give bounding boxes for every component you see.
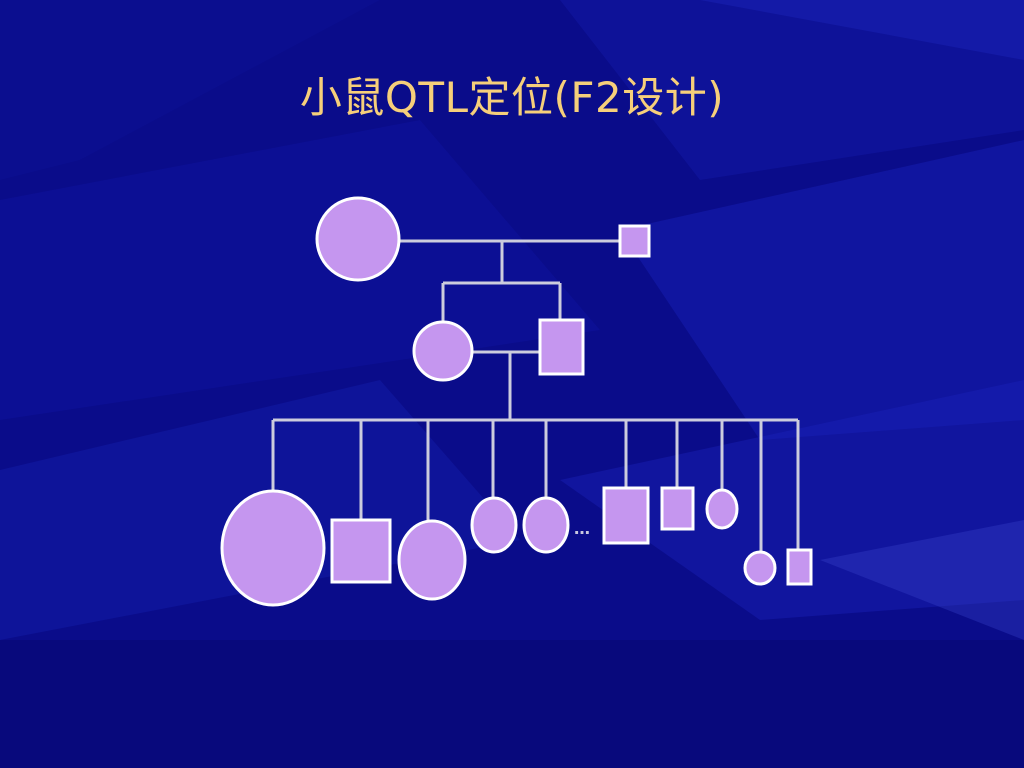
- p-female-circle: [315, 196, 401, 282]
- more-offspring-ellipsis: …: [574, 519, 590, 538]
- f2-circle-5: [522, 496, 570, 554]
- p-male-square: [618, 224, 651, 258]
- f2-circle-9: [743, 550, 777, 586]
- f1-female-circle: [412, 320, 474, 382]
- f1-male-square: [538, 318, 585, 376]
- f2-circle-4: [470, 496, 518, 554]
- f2-circle-1: [220, 489, 326, 607]
- f2-circle-8: [705, 488, 739, 530]
- f2-square-6: [602, 486, 650, 545]
- f2-circle-3: [397, 519, 467, 601]
- f2-square-2: [330, 518, 392, 584]
- generation-f2: …: [220, 418, 813, 607]
- generation-f1: [412, 318, 585, 420]
- f2-square-7: [660, 486, 695, 531]
- generation-p: [315, 196, 651, 322]
- slide-title: 小鼠QTL定位(F2设计): [299, 73, 725, 122]
- f2-square-10: [786, 548, 813, 586]
